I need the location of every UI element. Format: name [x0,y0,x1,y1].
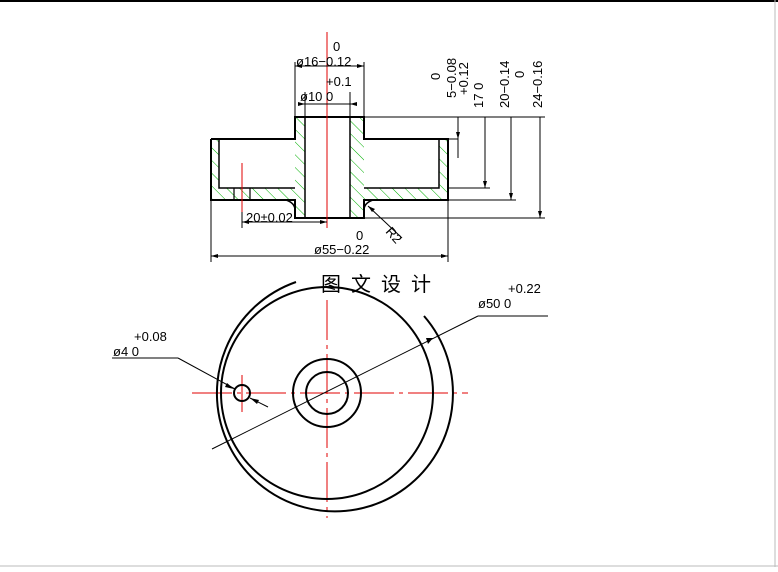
dim-dia55-upper: 0 [356,228,363,243]
inner-circle [220,286,434,500]
top-view [192,281,468,518]
fillet-right [363,199,374,211]
top-dimensions [112,315,548,450]
dim-24-label: 24−0.16 [530,61,545,108]
dim-5-label: 5−0.08 [444,58,459,98]
dim-5-tol: 0 [428,73,443,80]
dim-dia55-label: ø55−0.22 [314,242,369,257]
dim-dia16-label: ø16−0.12 [296,54,351,69]
front-dimension-texts: 0 ø16−0.12 +0.1 ø10 0 0 5−0.08 +0.12 17 … [246,39,545,257]
dim-20-tol: 0 [512,71,527,78]
hub-outer-circle [292,358,362,428]
dim-dia16-upper: 0 [333,39,340,54]
dim-dia50-label: ø50 0 [478,296,511,311]
dim-20-label: 20−0.14 [497,61,512,108]
dim-20-offset-label: 20±0.02 [246,210,293,225]
watermark-text: 图文设计 [321,272,441,296]
dim-17-tol: +0.12 [456,62,471,95]
dim-dia10-label: ø10 0 [300,89,333,104]
small-hole-circle [233,384,251,402]
dim-dia50-upper: +0.22 [508,281,541,296]
front-section-view [210,32,449,228]
dim-17-label: 17 0 [471,83,486,108]
top-dimension-texts: +0.22 ø50 0 +0.08 ø4 0 [113,281,541,359]
top-arrows [225,338,433,404]
hub-bore-circle [305,371,349,415]
left-cavity [218,139,295,189]
radius-label: R2 [383,224,405,246]
dim-dia10-upper: +0.1 [326,74,352,89]
right-cavity [364,139,440,189]
front-outline [210,116,449,219]
hatch-regions [211,117,448,218]
outer-circle [215,281,454,513]
front-dimensions [210,62,545,262]
dim-dia4-label: ø4 0 [113,344,139,359]
front-arrows [211,64,542,258]
fillet-left [285,199,296,211]
dim-dia4-upper: +0.08 [134,329,167,344]
